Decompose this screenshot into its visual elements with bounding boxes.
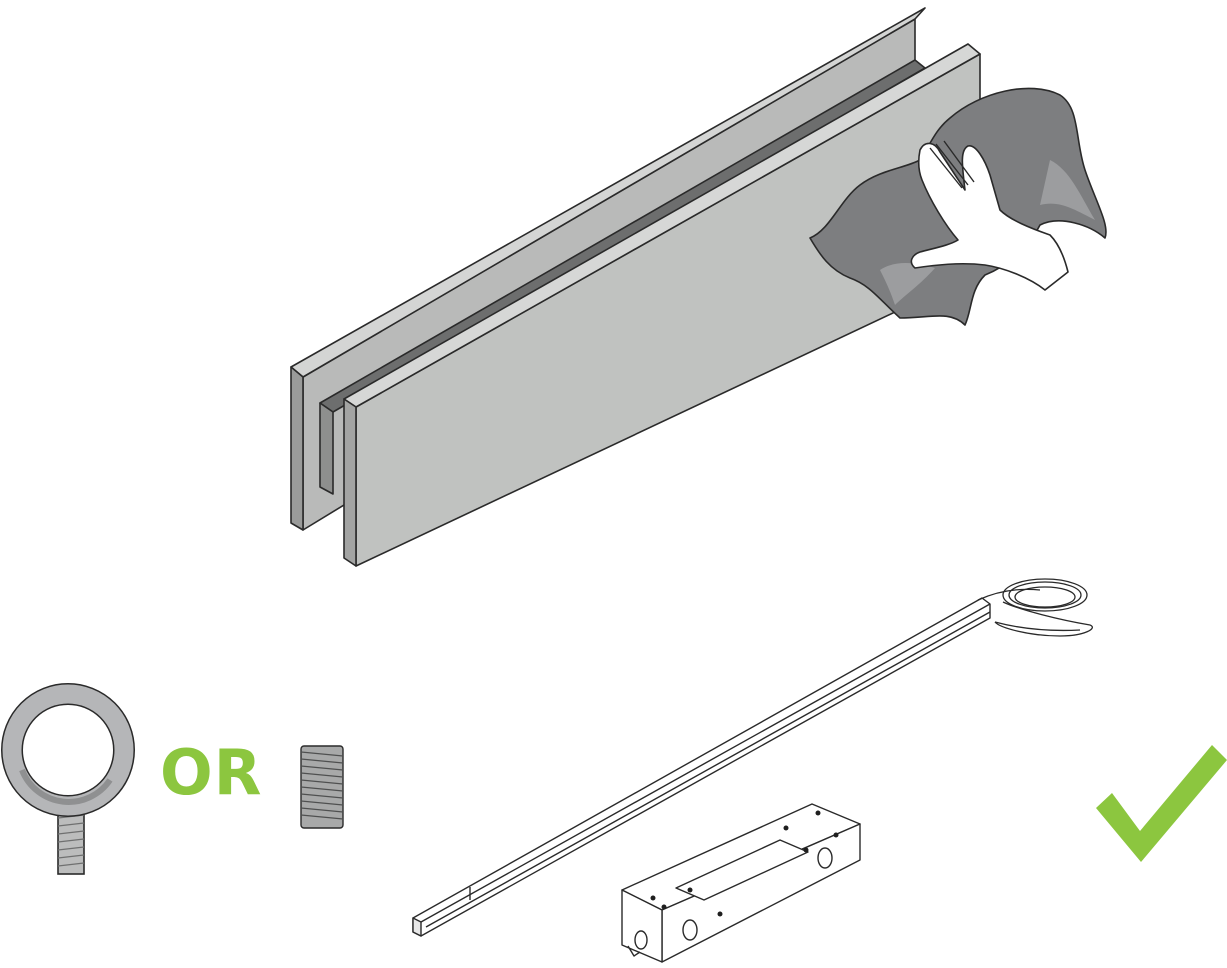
block-label-plate [675, 839, 809, 901]
eye-bolt-icon [1, 683, 135, 875]
back-panel-edge [290, 366, 304, 531]
cloth-fold-highlight [1040, 160, 1095, 220]
block-port-3 [634, 930, 648, 950]
block-port-1 [682, 919, 698, 941]
block-wire-stub [627, 945, 641, 957]
threaded-stud-icon [300, 745, 344, 829]
check-mark-icon [1096, 745, 1227, 862]
glove-icon [910, 142, 1069, 291]
cloth-fold-highlight-2 [880, 263, 935, 305]
glass-panel-assembly [290, 7, 981, 567]
block-screw-holes [650, 810, 839, 917]
threaded-stud-threads [300, 751, 344, 820]
or-label: OR [160, 736, 263, 809]
eye-bolt-ring-fill [2, 684, 134, 816]
block-side [621, 889, 663, 963]
glove-finger-lines [929, 140, 975, 189]
guide-rail-with-cable [412, 578, 1093, 937]
spacer-side [319, 402, 334, 495]
cable-coil-icon [977, 578, 1093, 637]
block-port-2 [817, 847, 833, 869]
front-panel-edge [343, 398, 357, 567]
sensor-bar-block [621, 803, 861, 963]
cleaning-cloth-hand-icon [809, 87, 1107, 326]
eye-bolt-ring-shade [19, 768, 113, 805]
rail-end-cap [412, 917, 422, 937]
